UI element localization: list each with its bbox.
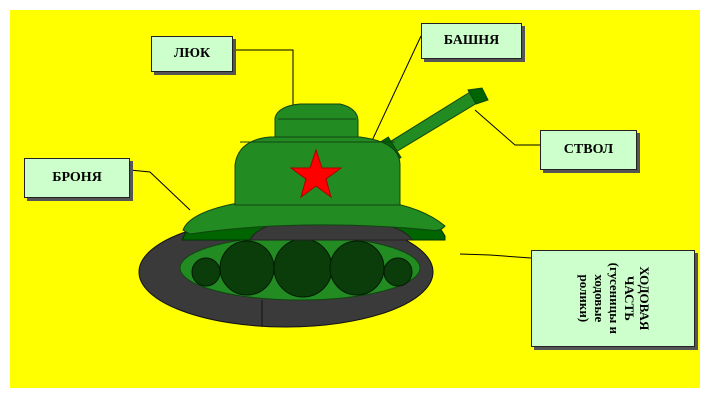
label-barrel: СТВОЛ	[540, 130, 637, 170]
label-turret: БАШНЯ	[421, 23, 522, 59]
label-chassis-text: ХОДОВАЯ ЧАСТЬ (гусеницы и ходовые ролики…	[576, 251, 651, 346]
label-armor: БРОНЯ	[24, 158, 130, 198]
road-wheel	[384, 258, 412, 286]
road-wheel	[274, 239, 332, 297]
road-wheel	[330, 241, 384, 295]
label-hatch: ЛЮК	[151, 36, 233, 72]
label-chassis: ХОДОВАЯ ЧАСТЬ (гусеницы и ходовые ролики…	[531, 250, 695, 347]
hatch	[275, 104, 358, 137]
road-wheel	[192, 258, 220, 286]
road-wheel	[220, 241, 274, 295]
